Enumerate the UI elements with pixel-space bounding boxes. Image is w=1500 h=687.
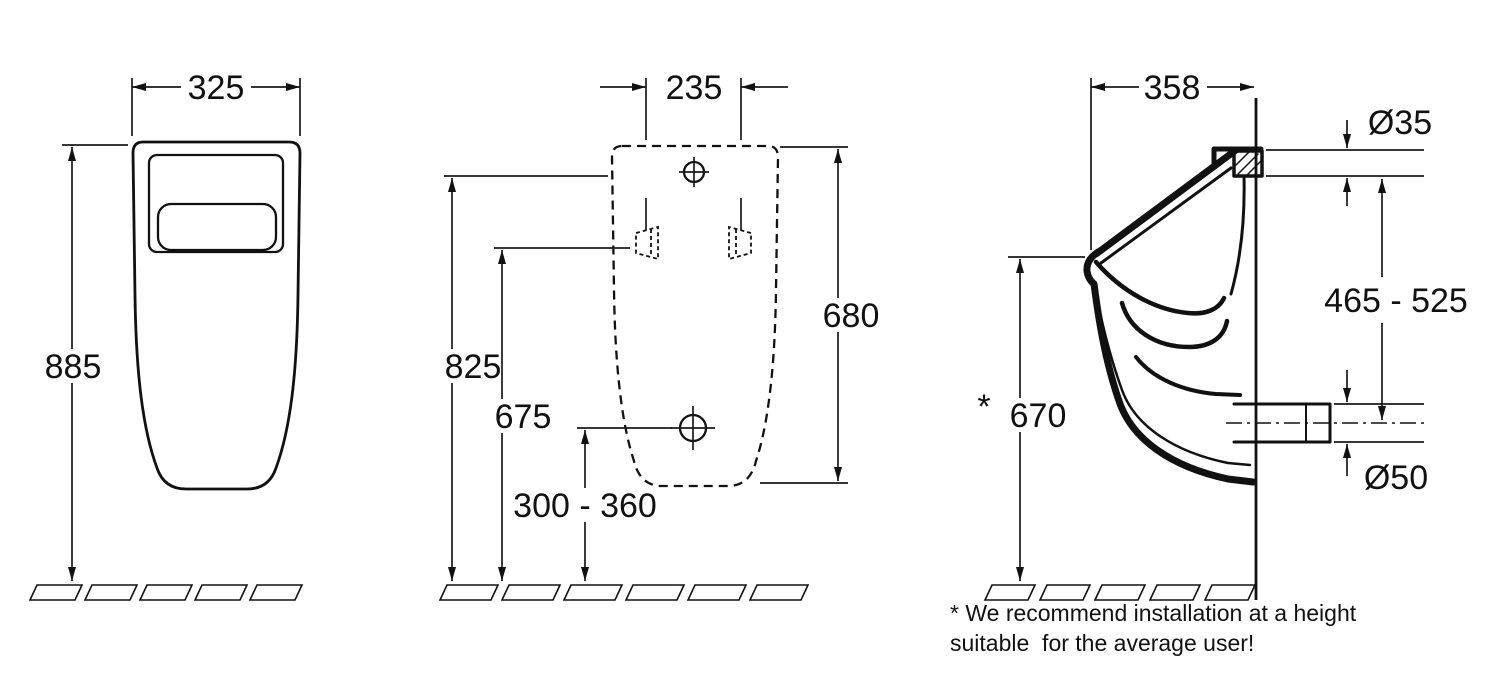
body-outer [1083, 248, 1257, 486]
drain-hole [671, 406, 715, 450]
label-mask [1003, 398, 1073, 432]
bowl [1119, 300, 1230, 350]
urinal-rear-outline [610, 144, 780, 488]
label-mask [440, 349, 506, 383]
trap [1134, 355, 1242, 397]
label-mask [818, 298, 884, 332]
top-cover-inner [1099, 166, 1233, 265]
rim-opening [147, 153, 285, 254]
basin-top-edge [1093, 259, 1227, 316]
front-width-label: 325 [188, 69, 245, 107]
label-mask [181, 70, 251, 103]
footnote-line-2: suitable for the average user! [950, 630, 1254, 656]
inlet-outlet-range-label: 465 - 525 [1324, 282, 1468, 320]
label-mask [490, 399, 556, 433]
body-height-label: 680 [823, 297, 880, 335]
label-mask [1139, 70, 1207, 103]
basin-back [156, 202, 278, 252]
upper-hole-height-label: 825 [445, 348, 502, 386]
fixing-bracket-right [728, 225, 752, 261]
rear-view: 235 825 [438, 69, 884, 601]
body-inner [1092, 282, 1252, 467]
inlet-diameter-label: Ø35 [1368, 104, 1432, 142]
ground-hatch-right [983, 584, 1257, 601]
flush-channel [1229, 174, 1246, 296]
mount-spacing-label: 235 [666, 69, 723, 107]
urinal-side-profile [1083, 146, 1332, 486]
side-view: 358 Ø35 465 - 525 [950, 69, 1468, 656]
ground-hatch-left [28, 584, 304, 601]
inlet-spigot [1232, 149, 1264, 178]
fixing-bracket-left [635, 225, 659, 261]
top-cover-outer [1092, 146, 1240, 258]
outlet-height-range-label: 300 - 360 [513, 487, 657, 525]
bracket-height-label: 675 [495, 398, 552, 436]
depth-label: 358 [1144, 69, 1201, 107]
rim-height-asterisk: * [977, 388, 990, 426]
outlet-diameter-label: Ø50 [1364, 459, 1428, 497]
label-mask [40, 349, 106, 383]
rim-height-label: 670 [1010, 397, 1067, 435]
front-height-label: 885 [45, 348, 102, 386]
ground-hatch-middle [438, 584, 810, 601]
outlet-pipe [1232, 402, 1332, 444]
front-view: 325 885 [28, 69, 304, 601]
label-mask [506, 488, 664, 522]
mounting-hole [679, 157, 709, 187]
footnote-line-1: * We recommend installation at a height [950, 600, 1357, 626]
urinal-front-outline [131, 140, 302, 491]
